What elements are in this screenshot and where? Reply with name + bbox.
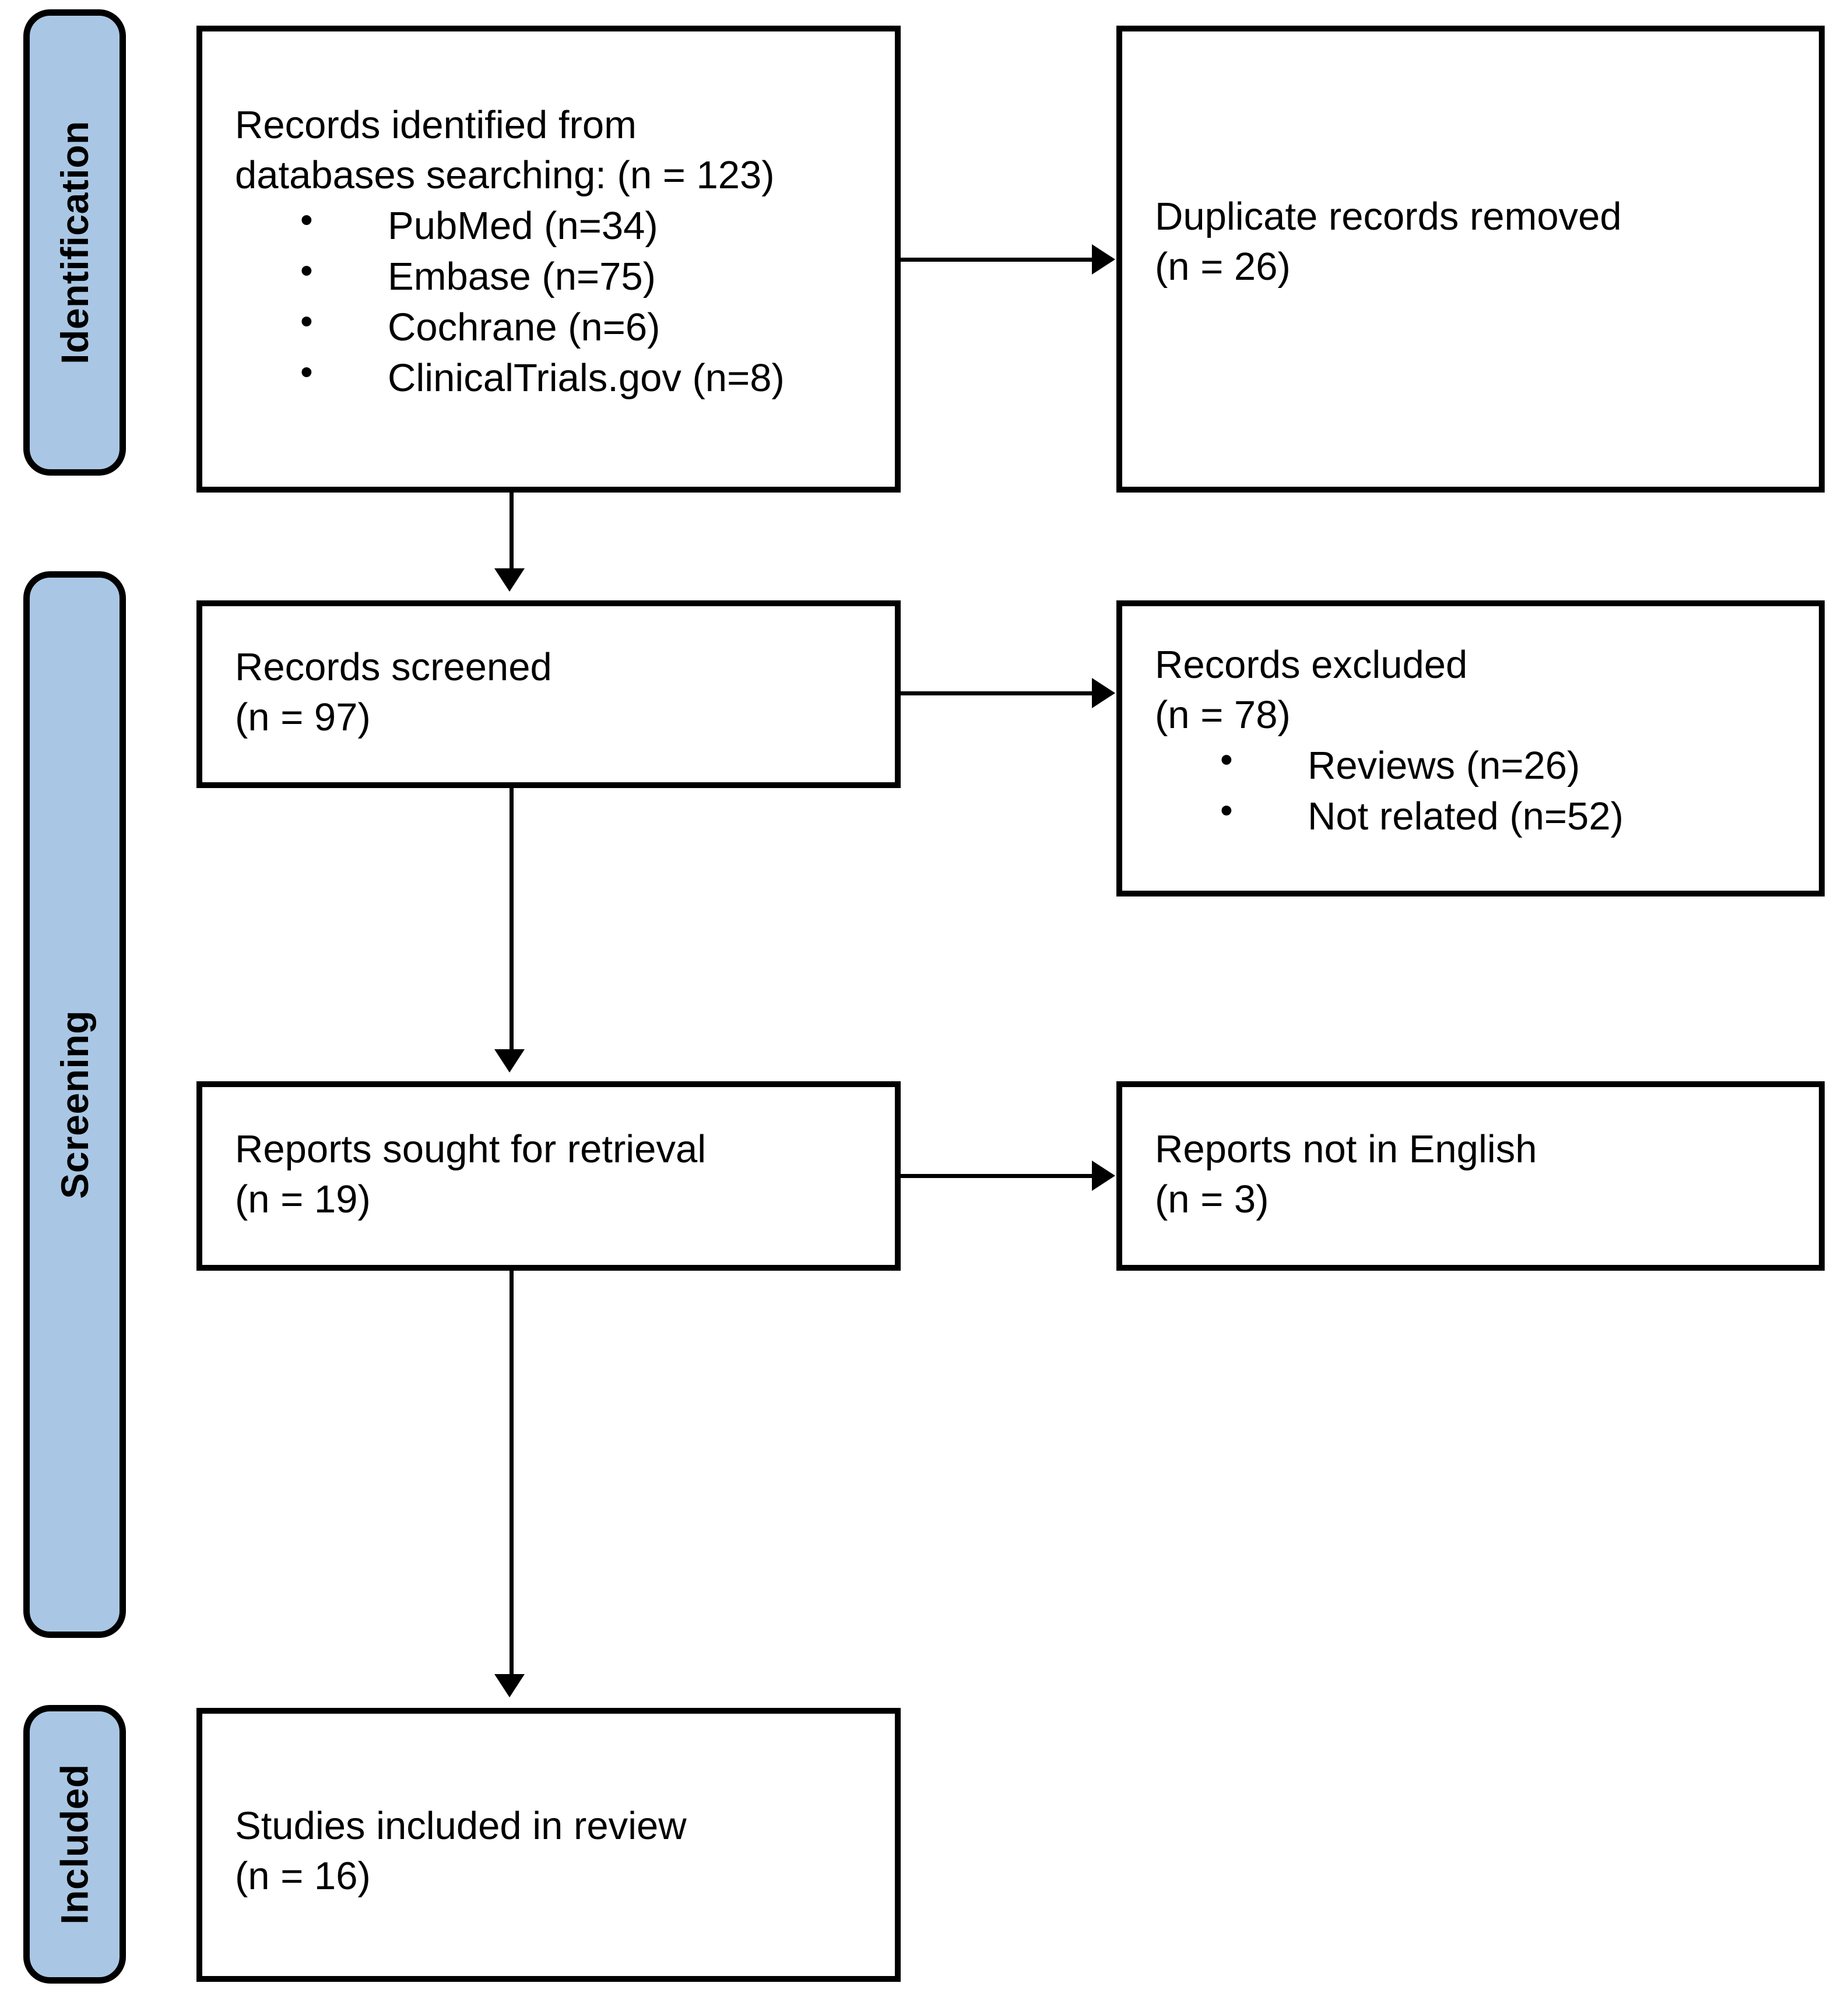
box-records-excluded-text: Records excluded (n = 78) Reviews (n=26)… xyxy=(1155,640,1804,842)
stage-band-identification-label: Identification xyxy=(53,121,97,364)
box-studies-included-in-review-line2: (n = 16) xyxy=(235,1854,371,1898)
stage-band-included-label: Included xyxy=(53,1764,97,1925)
box-reports-sought-for-retrieval-line1: Reports sought for retrieval xyxy=(235,1127,707,1171)
box-reports-sought-for-retrieval-line2: (n = 19) xyxy=(235,1177,371,1221)
box-records-identified-sources: PubMed (n=34) Embase (n=75) Cochrane (n=… xyxy=(235,196,880,403)
box-studies-included-in-review: Studies included in review (n = 16) xyxy=(196,1708,901,1982)
connector-sought-to-included xyxy=(510,1271,514,1679)
box-records-screened: Records screened (n = 97) xyxy=(196,600,901,788)
box-records-screened-line2: (n = 97) xyxy=(235,695,371,739)
box-reports-not-in-english-line2: (n = 3) xyxy=(1155,1177,1269,1221)
arrow-down-icon xyxy=(494,568,525,592)
list-item: Reviews (n=26) xyxy=(1220,736,1804,791)
box-duplicate-records-removed-text: Duplicate records removed (n = 26) xyxy=(1155,192,1804,292)
box-reports-sought-for-retrieval-text: Reports sought for retrieval (n = 19) xyxy=(235,1124,880,1225)
box-records-identified-text: Records identified from databases search… xyxy=(235,100,880,403)
arrow-right-icon xyxy=(1092,678,1115,708)
box-records-identified-line2: databases searching: (n = 123) xyxy=(235,153,775,197)
connector-screened-to-excluded xyxy=(901,691,1093,695)
box-duplicate-records-removed-line1: Duplicate records removed xyxy=(1155,195,1622,238)
arrow-down-icon xyxy=(494,1674,525,1697)
stage-band-included: Included xyxy=(23,1705,126,1984)
box-reports-not-in-english-text: Reports not in English (n = 3) xyxy=(1155,1124,1804,1225)
list-item: Embase (n=75) xyxy=(300,248,880,302)
box-studies-included-in-review-line1: Studies included in review xyxy=(235,1804,687,1848)
box-reports-not-in-english: Reports not in English (n = 3) xyxy=(1116,1081,1825,1271)
arrow-right-icon xyxy=(1092,1161,1115,1191)
connector-sought-to-not-english xyxy=(901,1174,1093,1178)
stage-band-screening-label: Screening xyxy=(53,1010,97,1199)
arrow-down-icon xyxy=(494,1049,525,1073)
box-records-excluded-line2: (n = 78) xyxy=(1155,692,1291,737)
box-duplicate-records-removed-line2: (n = 26) xyxy=(1155,244,1291,289)
list-item: Cochrane (n=6) xyxy=(300,298,880,353)
list-item: PubMed (n=34) xyxy=(300,196,880,251)
box-reports-not-in-english-line1: Reports not in English xyxy=(1155,1127,1537,1171)
box-records-excluded: Records excluded (n = 78) Reviews (n=26)… xyxy=(1116,600,1825,896)
box-studies-included-in-review-text: Studies included in review (n = 16) xyxy=(235,1801,880,1901)
box-records-identified-line1: Records identified from xyxy=(235,103,637,147)
stage-band-screening: Screening xyxy=(23,571,126,1638)
box-reports-sought-for-retrieval: Reports sought for retrieval (n = 19) xyxy=(196,1081,901,1271)
connector-screened-to-sought xyxy=(510,788,514,1056)
box-records-screened-line1: Records screened xyxy=(235,645,552,689)
box-records-screened-text: Records screened (n = 97) xyxy=(235,642,880,743)
list-item: Not related (n=52) xyxy=(1220,787,1804,842)
stage-band-identification: Identification xyxy=(23,9,126,476)
arrow-right-icon xyxy=(1092,244,1115,275)
connector-identified-to-duplicates xyxy=(901,258,1093,262)
list-item: ClinicalTrials.gov (n=8) xyxy=(300,349,880,403)
box-duplicate-records-removed: Duplicate records removed (n = 26) xyxy=(1116,26,1825,493)
box-records-identified: Records identified from databases search… xyxy=(196,26,901,493)
connector-identified-to-screened xyxy=(510,493,514,574)
box-records-excluded-line1: Records excluded xyxy=(1155,643,1468,687)
box-records-excluded-reasons: Reviews (n=26) Not related (n=52) xyxy=(1155,736,1804,842)
